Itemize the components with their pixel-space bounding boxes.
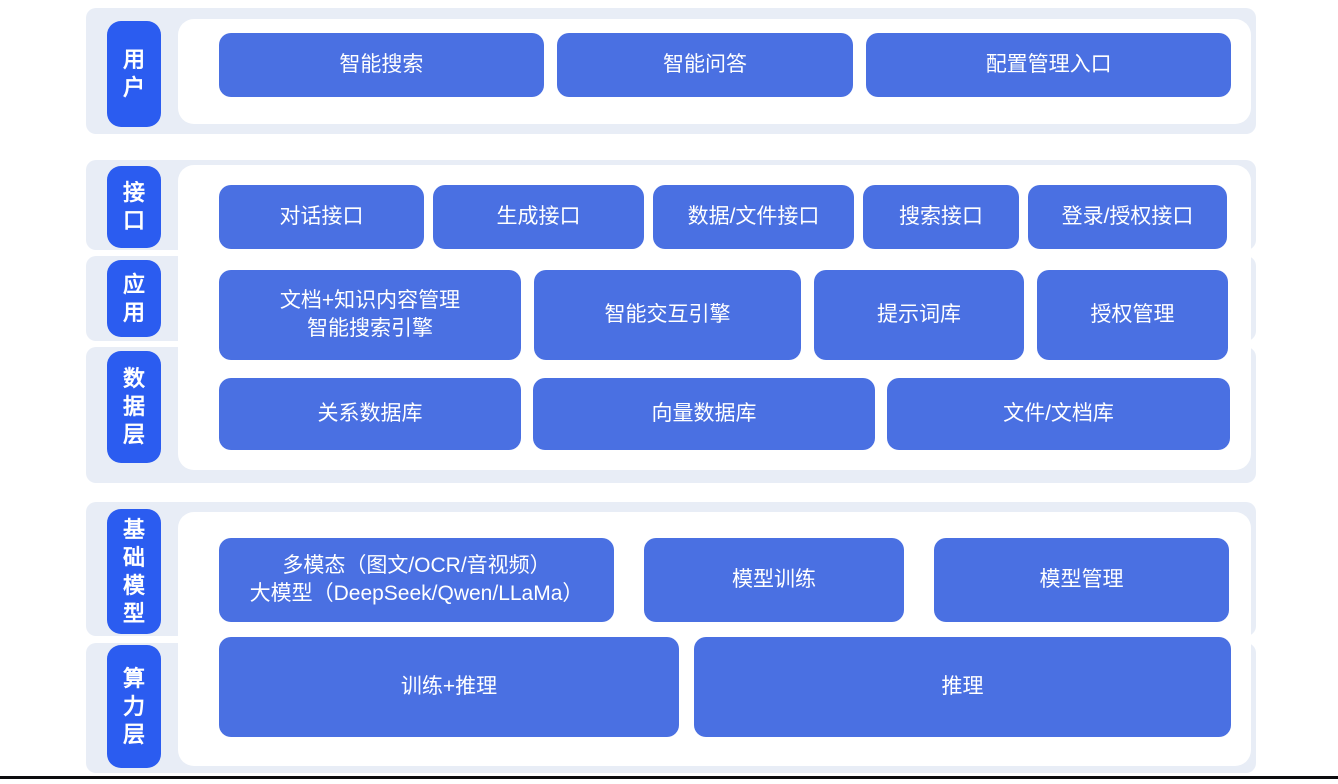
application-layer-row: 文档+知识内容管理 智能搜索引擎 智能交互引擎 提示词库 授权管理: [219, 270, 1231, 360]
user-layer-row: 智能搜索 智能问答 配置管理入口: [219, 33, 1231, 97]
bottom-divider-line: [0, 776, 1338, 779]
block-multimodal-llm: 多模态（图文/OCR/音视频） 大模型（DeepSeek/Qwen/LLaMa）: [219, 538, 614, 622]
block-search-api: 搜索接口: [863, 185, 1019, 249]
block-login-auth-api: 登录/授权接口: [1028, 185, 1227, 249]
foundation-model-layer-row: 多模态（图文/OCR/音视频） 大模型（DeepSeek/Qwen/LLaMa）…: [219, 538, 1231, 622]
layer-tab-data: 数据层: [107, 351, 161, 463]
layer-tab-user: 用户: [107, 21, 161, 127]
block-data-file-api: 数据/文件接口: [653, 185, 854, 249]
block-authorization-management: 授权管理: [1037, 270, 1228, 360]
block-smart-qa: 智能问答: [556, 33, 854, 97]
block-config-management-entry: 配置管理入口: [866, 33, 1231, 97]
block-prompt-library: 提示词库: [814, 270, 1024, 360]
block-dialog-api: 对话接口: [219, 185, 424, 249]
layer-tab-application: 应用: [107, 260, 161, 337]
block-file-doc-store: 文件/文档库: [887, 378, 1230, 450]
block-model-management: 模型管理: [934, 538, 1229, 622]
layer-tab-compute: 算力层: [107, 645, 161, 768]
block-smart-interaction-engine: 智能交互引擎: [534, 270, 801, 360]
layer-tab-foundation-model: 基础模型: [107, 509, 161, 634]
data-layer-row: 关系数据库 向量数据库 文件/文档库: [219, 378, 1231, 450]
block-relational-db: 关系数据库: [219, 378, 521, 450]
block-generation-api: 生成接口: [433, 185, 644, 249]
block-smart-search: 智能搜索: [219, 33, 544, 97]
interface-layer-row: 对话接口 生成接口 数据/文件接口 搜索接口 登录/授权接口: [219, 185, 1231, 249]
block-vector-db: 向量数据库: [533, 378, 875, 450]
compute-layer-row: 训练+推理 推理: [219, 637, 1231, 737]
block-inference: 推理: [694, 637, 1231, 737]
block-doc-knowledge-search-engine: 文档+知识内容管理 智能搜索引擎: [219, 270, 521, 360]
layer-tab-interface: 接口: [107, 166, 161, 248]
block-training-plus-inference: 训练+推理: [219, 637, 679, 737]
block-model-training: 模型训练: [644, 538, 904, 622]
